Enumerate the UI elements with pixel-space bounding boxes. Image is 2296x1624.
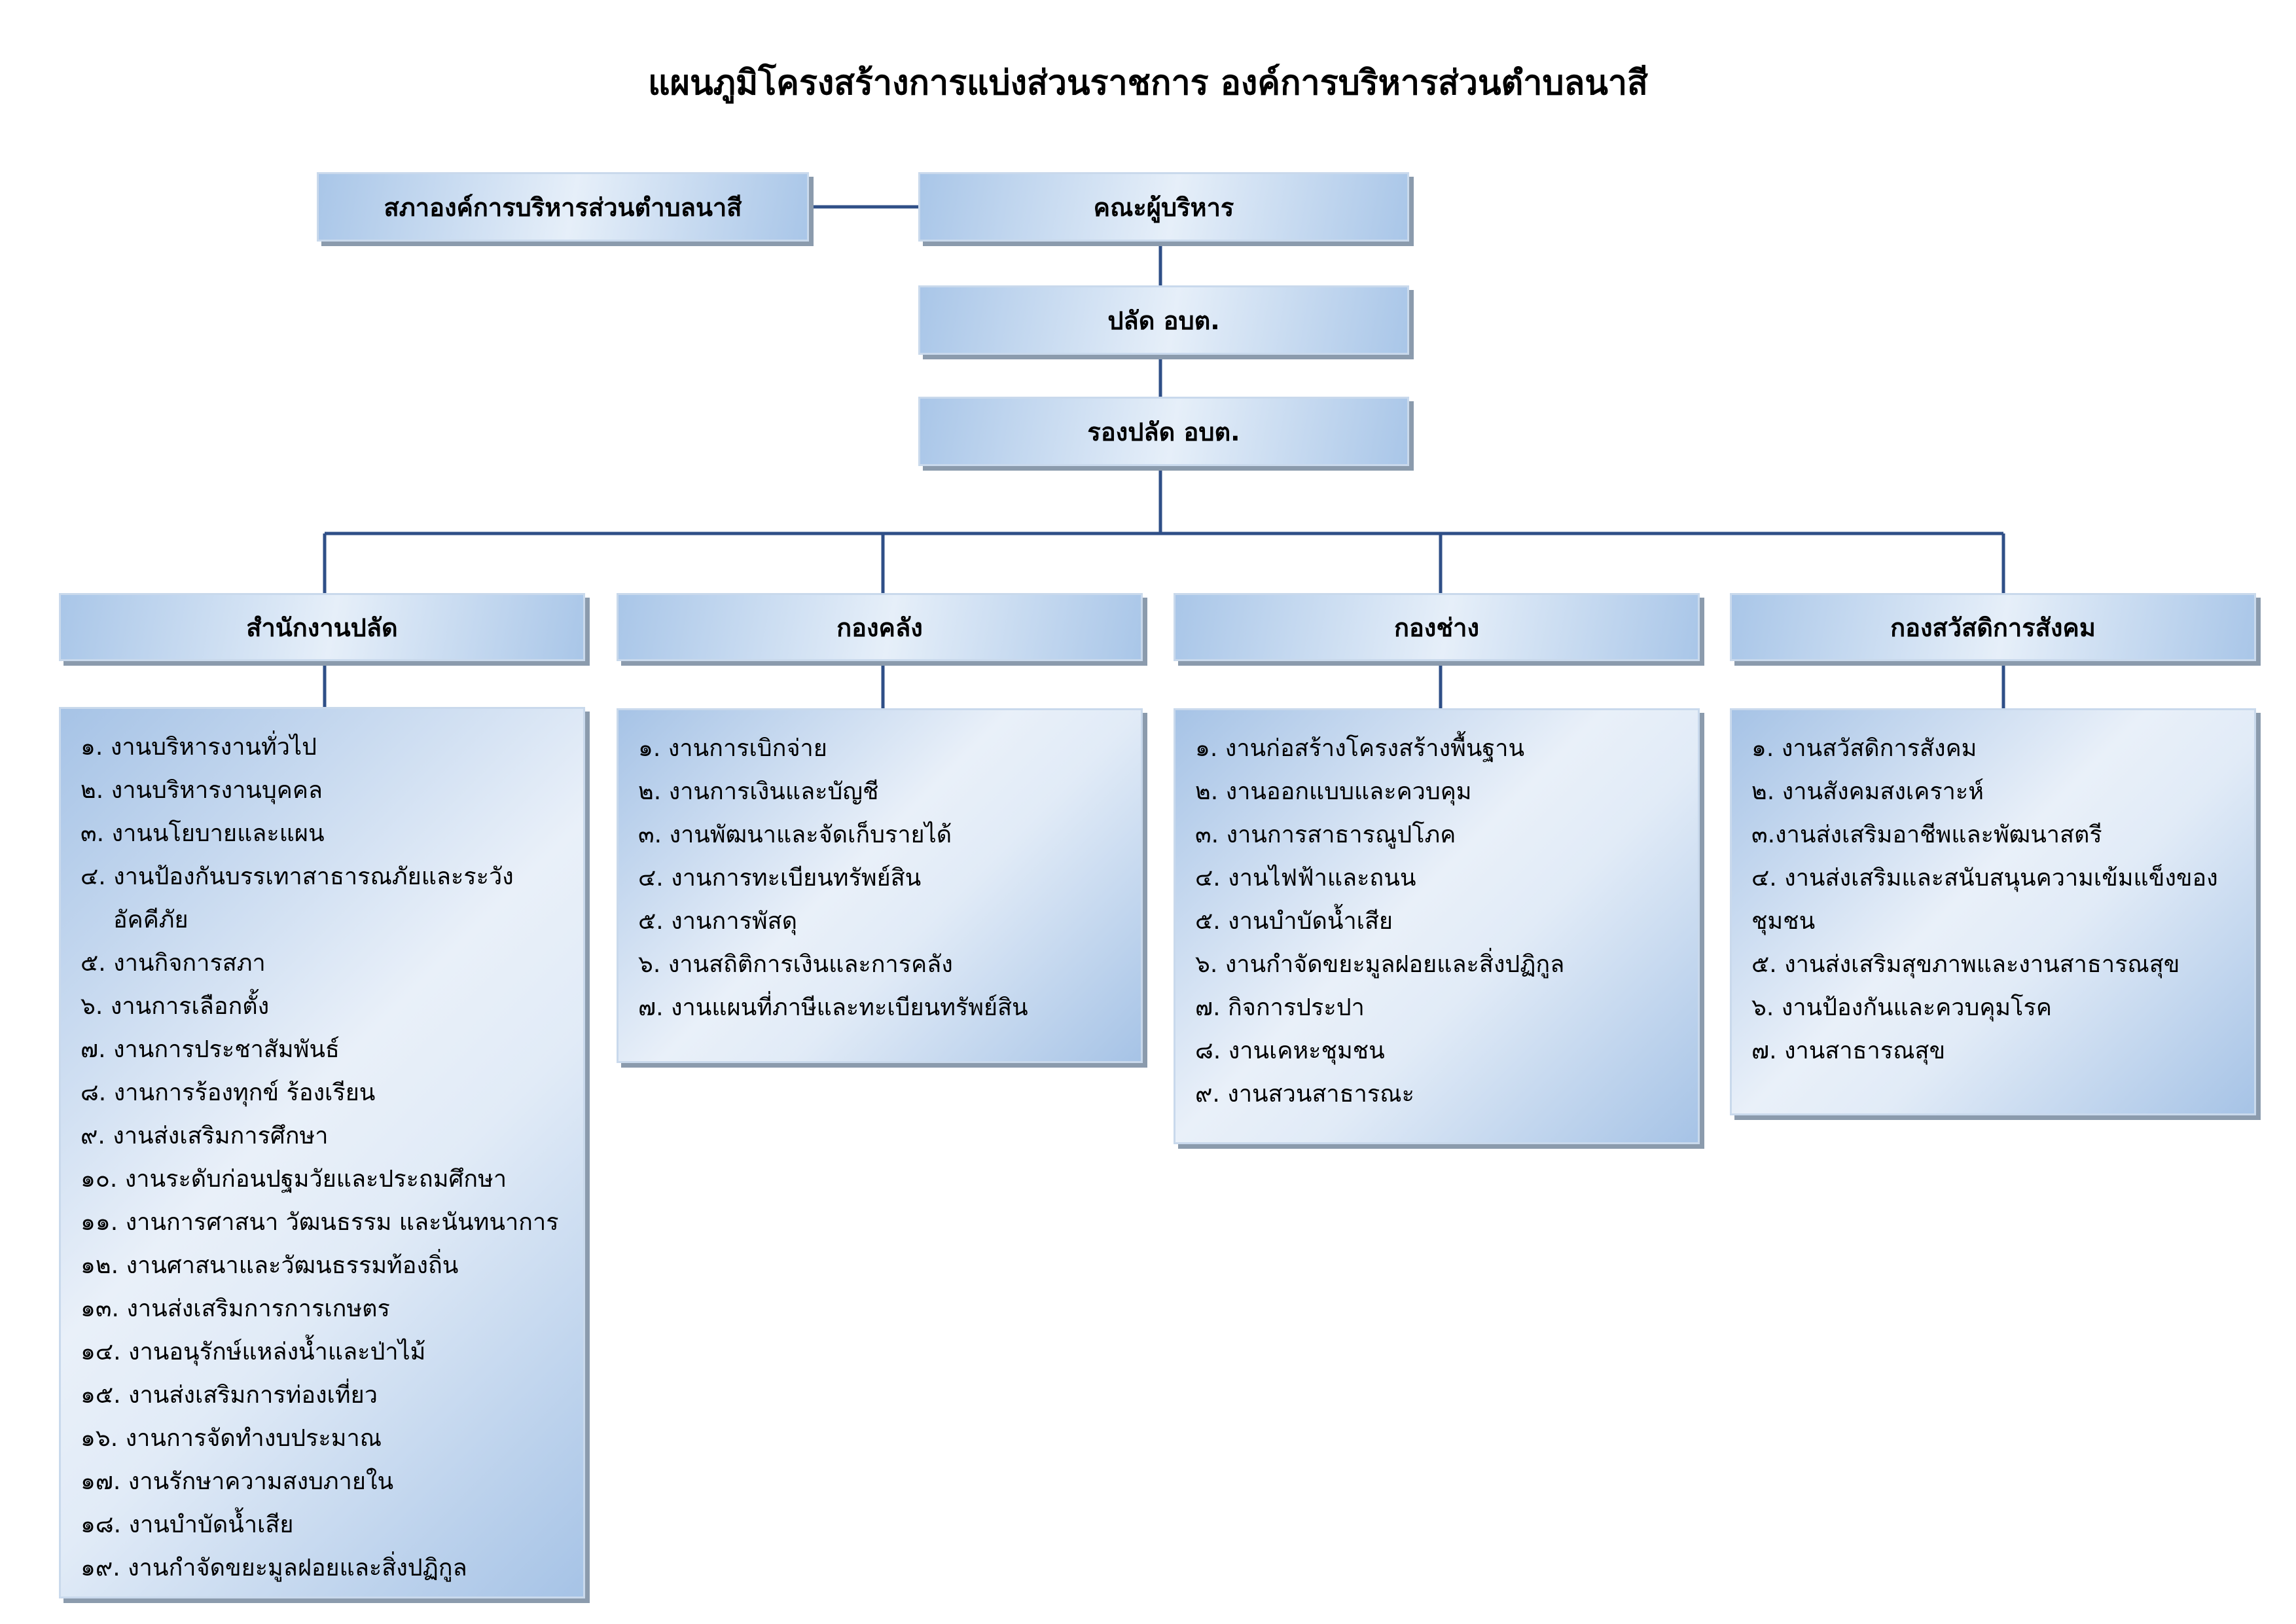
task-item: ๔. งานส่งเสริมและสนับสนุนความเข้มแข็งของ [1751, 865, 2218, 892]
task-item: ๗. กิจการประปา [1195, 994, 1365, 1021]
task-item: ๑๖. งานการจัดทำงบประมาณ [81, 1425, 382, 1452]
task-item: ๒. งานบริหารงานบุคคล [81, 777, 323, 804]
chart-title: แผนภูมิโครงสร้างการแบ่งส่วนราชการ องค์กา… [648, 63, 1648, 103]
task-item: ๑๘. งานบำบัดน้ำเสีย [81, 1511, 294, 1538]
task-item: ๒. งานการเงินและบัญชี [638, 778, 879, 805]
executives-box: คณะผู้บริหาร [918, 172, 1409, 242]
task-item: ๑๓. งานส่งเสริมการการเกษตร [81, 1295, 390, 1322]
deputy-chief-label: รองปลัด อบต. [1087, 417, 1240, 446]
task-item: ๕. งานส่งเสริมสุขภาพและงานสาธารณสุข [1751, 951, 2180, 978]
task-item: ๕. งานบำบัดน้ำเสีย [1195, 908, 1393, 935]
task-item: ๓. งานพัฒนาและจัดเก็บรายได้ [638, 821, 952, 848]
task-list-finance: ๑. งานการเบิกจ่าย ๒. งานการเงินและบัญชี … [617, 708, 1143, 1063]
task-item: ๔. งานไฟฟ้าและถนน [1195, 865, 1416, 892]
division-header-welfare: กองสวัสดิการสังคม [1730, 593, 2256, 661]
executives-label: คณะผู้บริหาร [1093, 192, 1234, 222]
task-item: ๑. งานการเบิกจ่าย [638, 735, 827, 762]
division-name: สำนักงานปลัด [246, 613, 398, 642]
task-item: ๑. งานสวัสดิการสังคม [1751, 735, 1977, 762]
task-item: ๖. งานป้องกันและควบคุมโรค [1751, 994, 2052, 1021]
task-item: ๑๒. งานศาสนาและวัฒนธรรมท้องถิ่น [81, 1252, 459, 1279]
task-item-continuation: ชุมชน [1751, 908, 1816, 935]
task-item: ๓. งานนโยบายและแผน [81, 820, 325, 847]
task-item-continuation: อัคคีภัย [113, 907, 188, 933]
task-item: ๑๐. งานระดับก่อนปฐมวัยและประถมศึกษา [81, 1166, 507, 1193]
task-item: ๑. งานบริหารงานทั่วไป [81, 734, 317, 761]
task-item: ๑. งานก่อสร้างโครงสร้างพื้นฐาน [1195, 735, 1525, 762]
task-item: ๗. งานสาธารณสุข [1751, 1038, 1946, 1064]
division-name: กองคลัง [836, 613, 923, 642]
task-item: ๖. งานการเลือกตั้ง [81, 993, 270, 1020]
chief-box: ปลัด อบต. [918, 285, 1409, 355]
task-list-office: ๑. งานบริหารงานทั่วไป ๒. งานบริหารงานบุค… [59, 707, 585, 1598]
task-item: ๑๔. งานอนุรักษ์แหล่งน้ำและป่าไม้ [81, 1339, 426, 1365]
task-item: ๗. งานการประชาสัมพันธ์ [81, 1036, 340, 1063]
task-item: ๓. งานการสาธารณูปโภค [1195, 821, 1456, 848]
task-item: ๑๑. งานการศาสนา วัฒนธรรม และนันทนาการ [81, 1209, 559, 1236]
task-item: ๘. งานเคหะชุมชน [1195, 1038, 1385, 1064]
task-item: ๙. งานสวนสาธารณะ [1195, 1081, 1414, 1108]
division-header-engineering: กองช่าง [1174, 593, 1700, 661]
task-item: ๒. งานออกแบบและควบคุม [1195, 778, 1472, 805]
task-item: ๕. งานกิจการสภา [81, 950, 266, 977]
council-label: สภาองค์การบริหารส่วนตำบลนาสี [384, 192, 742, 222]
council-box: สภาองค์การบริหารส่วนตำบลนาสี [317, 172, 809, 242]
task-item: ๑๗. งานรักษาความสงบภายใน [81, 1468, 394, 1495]
task-item: ๕. งานการพัสดุ [638, 908, 797, 935]
division-header-office: สำนักงานปลัด [59, 593, 585, 661]
task-item: ๖. งานสถิติการเงินและการคลัง [638, 951, 953, 978]
task-item: ๗. งานแผนที่ภาษีและทะเบียนทรัพย์สิน [638, 994, 1028, 1021]
task-item: ๔. งานการทะเบียนทรัพย์สิน [638, 865, 922, 892]
division-header-finance: กองคลัง [617, 593, 1143, 661]
task-item: ๘. งานการร้องทุกข์ ร้องเรียน [81, 1079, 376, 1106]
task-item: ๑๙. งานกำจัดขยะมูลฝอยและสิ่งปฏิกูล [81, 1555, 467, 1581]
division-name: กองช่าง [1393, 613, 1480, 642]
deputy-chief-box: รองปลัด อบต. [918, 397, 1409, 466]
chief-label: ปลัด อบต. [1107, 306, 1220, 335]
task-list-engineering: ๑. งานก่อสร้างโครงสร้างพื้นฐาน ๒. งานออก… [1174, 708, 1700, 1144]
task-item: ๙. งานส่งเสริมการศึกษา [81, 1123, 329, 1149]
task-list-welfare: ๑. งานสวัสดิการสังคม ๒. งานสังคมสงเคราะห… [1730, 708, 2256, 1115]
division-name: กองสวัสดิการสังคม [1890, 613, 2096, 642]
task-item: ๖. งานกำจัดขยะมูลฝอยและสิ่งปฏิกูล [1195, 951, 1565, 978]
task-item: ๔. งานป้องกันบรรเทาสาธารณภัยและระวัง [81, 863, 514, 890]
task-item: ๑๕. งานส่งเสริมการท่องเที่ยว [81, 1382, 378, 1409]
task-item: ๒. งานสังคมสงเคราะห์ [1751, 778, 1984, 805]
task-item: ๓.งานส่งเสริมอาชีพและพัฒนาสตรี [1751, 821, 2102, 848]
